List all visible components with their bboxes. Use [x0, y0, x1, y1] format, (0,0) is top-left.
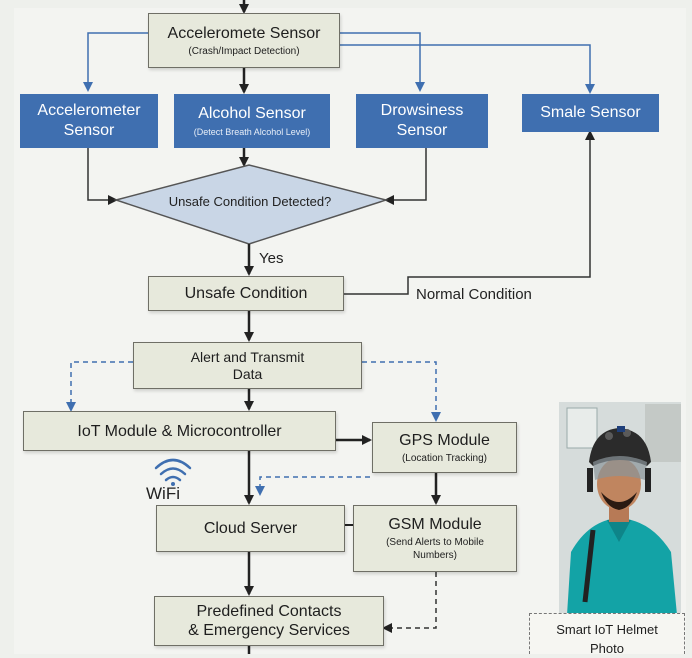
node-cloud-server: Cloud Server [156, 505, 345, 552]
node-title: GPS Module [399, 431, 490, 449]
node-title-line1: Alert and Transmit [190, 348, 305, 365]
edge-alert-to-gps-dashed [362, 361, 441, 422]
edge-top-to-smale [340, 44, 595, 94]
node-gsm-module: GSM Module (Send Alerts to Mobile Number… [353, 505, 517, 572]
node-alcohol-sensor: Alcohol Sensor (Detect Breath Alcohol Le… [174, 94, 330, 148]
label-normal-condition: Normal Condition [416, 286, 532, 303]
photo-caption: Smart IoT Helmet Photo [529, 613, 685, 656]
node-title-line2: & Emergency Services [188, 622, 350, 639]
node-smale-sensor: Smale Sensor [522, 94, 659, 132]
decision-diamond [113, 164, 389, 245]
node-top-sensor: Acceleromete Sensor (Crash/Impact Detect… [148, 13, 340, 68]
node-iot-module: IoT Module & Microcontroller [23, 411, 336, 451]
node-title: IoT Module & Microcontroller [77, 422, 282, 440]
decision-label: Unsafe Condition Detected? [168, 194, 332, 209]
node-subtitle: (Location Tracking) [401, 452, 488, 464]
node-title: Smale Sensor [540, 104, 641, 121]
node-title: Alcohol Sensor [198, 104, 306, 122]
node-emergency-contacts: Predefined Contacts & Emergency Services [154, 596, 384, 646]
node-title-line2: Data [232, 365, 263, 382]
node-title: Acceleromete Sensor [167, 24, 321, 42]
node-title-line1: Predefined Contacts [196, 603, 342, 620]
wifi-icon [154, 458, 192, 486]
node-unsafe-condition: Unsafe Condition [148, 276, 344, 311]
edge-gps-to-cloud-dashed [255, 476, 370, 496]
edge-accelerometer-to-decision [87, 148, 118, 205]
node-title: GSM Module [388, 516, 482, 533]
node-title-line2: Sensor [396, 122, 448, 139]
node-title: Cloud Server [203, 520, 298, 537]
node-subtitle-line1: (Send Alerts to Mobile [386, 537, 484, 548]
node-subtitle-line2: Numbers) [413, 550, 457, 561]
node-accelerometer-sensor: Accelerometer Sensor [20, 94, 158, 148]
node-title-line1: Accelerometer [37, 102, 141, 119]
edge-top-to-accelerometer [83, 32, 148, 92]
edge-alert-to-iot-dashed [66, 361, 133, 412]
edge-top-to-drowsiness [340, 32, 425, 92]
edge-normal-loop [344, 130, 595, 295]
helmet-photo [559, 402, 681, 615]
edge-gsm-to-contacts-dashed [382, 572, 437, 633]
node-subtitle: (Crash/Impact Detection) [188, 45, 300, 57]
caption-line2: Photo [590, 641, 624, 656]
caption-line1: Smart IoT Helmet [556, 622, 658, 637]
node-drowsiness-sensor: Drowsiness Sensor [356, 94, 488, 148]
person-with-helmet-illustration [559, 402, 681, 615]
node-subtitle: (Detect Breath Alcohol Level) [193, 126, 311, 137]
label-yes: Yes [259, 250, 284, 267]
edge-drowsiness-to-decision [384, 148, 427, 205]
label-wifi: WiFi [146, 484, 180, 503]
node-title: Unsafe Condition [184, 285, 308, 302]
node-title-line1: Drowsiness [380, 102, 464, 119]
node-gps-module: GPS Module (Location Tracking) [372, 422, 517, 473]
node-alert-transmit: Alert and Transmit Data [133, 342, 362, 389]
node-title-line2: Sensor [63, 122, 115, 139]
